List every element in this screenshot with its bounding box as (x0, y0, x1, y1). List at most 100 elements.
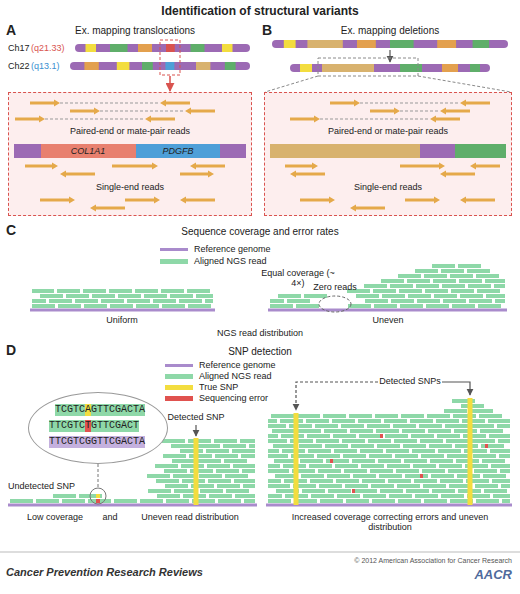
aligned-read (171, 444, 194, 448)
aligned-read (452, 304, 475, 308)
aligned-read (315, 424, 338, 428)
condition-label: Low coverage (27, 512, 83, 522)
aligned-read (460, 294, 483, 298)
aligned-read (308, 449, 331, 453)
gene-name: PDGFB (162, 147, 193, 156)
chromosome-band (196, 62, 210, 70)
chromosome-band (138, 44, 152, 52)
aligned-read (209, 494, 232, 498)
footer-rule (0, 552, 520, 553)
aligned-read (328, 489, 351, 493)
aligned-read (427, 414, 450, 418)
aligned-read (415, 494, 438, 498)
aligned-read (270, 304, 293, 308)
aligned-read (163, 454, 186, 458)
zoom-arrow (169, 76, 171, 91)
aligned-read (398, 499, 421, 503)
aligned-read (101, 299, 124, 303)
aligned-read (345, 484, 368, 488)
sequencing-error-mark (330, 459, 333, 463)
aligned-read (226, 489, 249, 493)
aligned-read (482, 459, 505, 463)
aligned-read (136, 304, 159, 308)
aligned-read (200, 489, 223, 493)
aligned-read (484, 489, 507, 493)
aligned-read (476, 274, 499, 278)
zero-read-mark (319, 296, 351, 312)
aligned-read (335, 464, 358, 468)
aligned-read (324, 429, 347, 433)
aligned-read (500, 469, 510, 473)
aligned-read (481, 444, 504, 448)
panel-letter: D (6, 342, 16, 358)
legend-text: Sequencing error (199, 393, 268, 403)
aligned-read (214, 439, 237, 443)
aligned-read (190, 469, 213, 473)
chromosome (290, 64, 490, 72)
legend-item: Aligned NGS read (160, 256, 267, 266)
aligned-read (434, 294, 457, 298)
aligned-read (223, 444, 246, 448)
aligned-read (62, 499, 85, 503)
sequencing-error-mark (420, 474, 423, 478)
chromosome-band (322, 64, 374, 72)
reference-genome (266, 504, 512, 507)
aligned-read (410, 419, 433, 423)
aligned-read (155, 464, 178, 468)
sequencing-error-mark (380, 434, 383, 438)
aligned-read (472, 439, 495, 443)
aligned-read (36, 499, 59, 503)
zoom-guide (265, 76, 318, 92)
reference-genome (30, 309, 215, 312)
chromosome-band (84, 62, 98, 70)
chromosome-band (142, 62, 153, 70)
aligned-read (406, 489, 429, 493)
chromosome-body (290, 64, 490, 72)
aligned-read (428, 429, 451, 433)
aligned-read (502, 499, 510, 503)
chromosome-band (400, 64, 422, 72)
aligned-read (491, 464, 510, 468)
aligned-read (433, 279, 456, 283)
aligned-read (432, 264, 455, 268)
journal-caption: Cancer Prevention Research Reviews (6, 566, 203, 578)
aligned-read (66, 294, 89, 298)
aligned-read (403, 444, 426, 448)
aligned-read (197, 444, 220, 448)
aligned-read (436, 419, 459, 423)
aligned-read (32, 299, 46, 303)
aligned-read (370, 469, 393, 473)
aligned-read (344, 469, 367, 473)
aligned-read (218, 499, 241, 503)
callout-text: Detected SNP (167, 412, 224, 422)
read-type-label: Single-end reads (96, 182, 164, 192)
zoom-circle: TCGTCAGTTCGACTATTCGTCTGTTCGACTTTCGTCGGTT… (28, 392, 168, 464)
aligned-read (334, 449, 357, 453)
aligned-read (467, 269, 490, 273)
aligned-read (49, 299, 72, 303)
aligned-read (317, 454, 340, 458)
aligned-read (363, 494, 386, 498)
aligned-read (318, 469, 341, 473)
aligned-read (407, 279, 430, 283)
aligned-read (382, 294, 405, 298)
aligned-read (442, 284, 465, 288)
aligned-read (173, 474, 196, 478)
aligned-read (424, 274, 447, 278)
aligned-read (454, 429, 477, 433)
aligned-read (401, 414, 424, 418)
legend-swatch (160, 248, 188, 251)
aligned-read (375, 414, 398, 418)
read-type-label: Paired-end or mate-pair reads (70, 126, 190, 136)
chromosome-band (222, 44, 233, 52)
aligned-read (75, 299, 98, 303)
aligned-read (437, 434, 460, 438)
aligned-read (432, 489, 455, 493)
aligned-read (300, 459, 323, 463)
chromosome (272, 40, 508, 48)
chromosome-band-name: (q13.1) (31, 61, 60, 71)
aligned-read (376, 429, 399, 433)
chromosome-band (300, 64, 312, 72)
aligned-read (270, 299, 284, 303)
read-type-label: Paired-end or mate-pair reads (328, 126, 448, 136)
